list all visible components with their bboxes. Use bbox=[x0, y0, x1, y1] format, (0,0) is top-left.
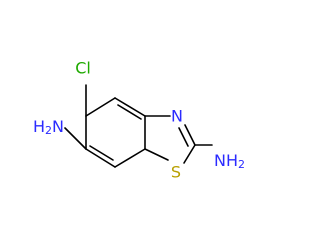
left-amine-h: H bbox=[33, 117, 45, 136]
bond-c4-c5-inner bbox=[117, 104, 142, 120]
right-amine-nh: NH bbox=[214, 151, 238, 170]
chlorine-label: Cl bbox=[75, 59, 91, 78]
bond-c4-c5 bbox=[114, 97, 146, 117]
ring-nitrogen-label: N bbox=[171, 107, 183, 126]
bond-s1-c6 bbox=[144, 148, 169, 161]
left-amine-label: H2N bbox=[33, 117, 64, 137]
bond-c2-s1 bbox=[183, 144, 196, 164]
bond-c9-c4 bbox=[85, 97, 116, 117]
bond-n3-c2 bbox=[184, 124, 196, 146]
bond-n3-c2-inner bbox=[178, 127, 189, 147]
left-amine-subscript: 2 bbox=[45, 124, 52, 137]
bond-c8-n bbox=[64, 127, 87, 150]
sulfur-label: S bbox=[171, 163, 181, 182]
bond-c7-c8 bbox=[85, 148, 116, 168]
left-amine-n: N bbox=[52, 117, 64, 136]
molecule-diagram: Cl H2N N S NH2 bbox=[33, 59, 245, 182]
right-amine-subscript: 2 bbox=[238, 158, 245, 171]
bond-c6-c7 bbox=[114, 148, 146, 168]
right-amine-label: NH2 bbox=[214, 151, 245, 171]
structure-canvas: Cl H2N N S NH2 bbox=[33, 59, 245, 182]
bond-c7-c8-inner bbox=[89, 145, 114, 161]
